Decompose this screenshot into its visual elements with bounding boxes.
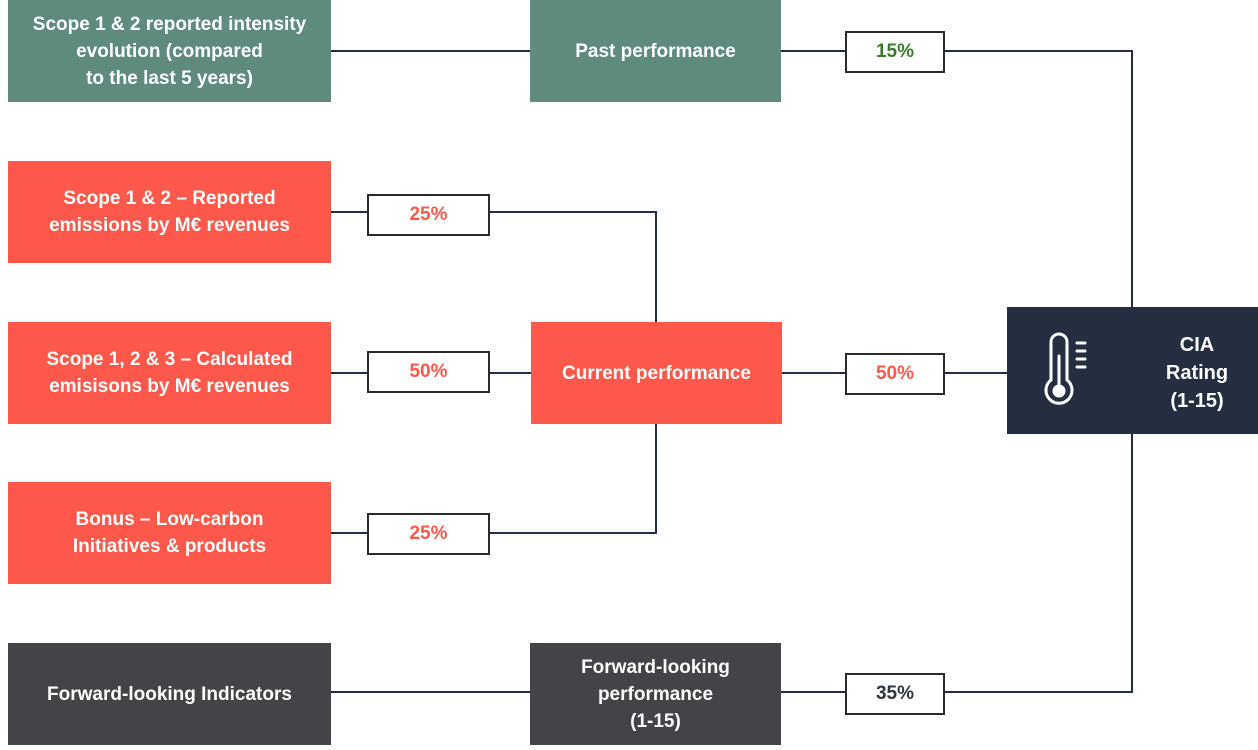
connector-forward-to-rating: [945, 434, 1133, 693]
forward-performance-box: Forward-looking performance (1-15): [530, 643, 781, 745]
past-weight: 15%: [845, 31, 945, 73]
bonus-box: Bonus – Low-carbon Initiatives & product…: [8, 482, 331, 584]
past-performance-box: Past performance: [530, 0, 781, 102]
cia-rating-label: CIA Rating (1-15): [1165, 334, 1229, 412]
connector-past-to-rating: [945, 50, 1133, 307]
scope123-weight: 50%: [367, 351, 490, 393]
bonus-weight: 25%: [367, 513, 490, 555]
scope12-box: Scope 1 & 2 – Reported emissions by M€ r…: [8, 161, 331, 263]
current-performance-box: Current performance: [531, 322, 782, 424]
scope12-weight: 25%: [367, 194, 490, 236]
forward-indicators-box: Forward-looking Indicators: [8, 643, 331, 745]
forward-weight: 35%: [845, 673, 945, 715]
scope123-box: Scope 1, 2 & 3 – Calculated emisisons by…: [8, 322, 331, 424]
cia-rating-box: CIA Rating (1-15): [1007, 307, 1258, 434]
thermometer-icon: [1044, 332, 1087, 405]
connector-scope12-to-current: [490, 211, 657, 322]
connector-bonus-to-current: [490, 424, 657, 534]
current-weight: 50%: [845, 353, 945, 395]
past-indicator-box: Scope 1 & 2 reported intensity evolution…: [8, 0, 331, 102]
